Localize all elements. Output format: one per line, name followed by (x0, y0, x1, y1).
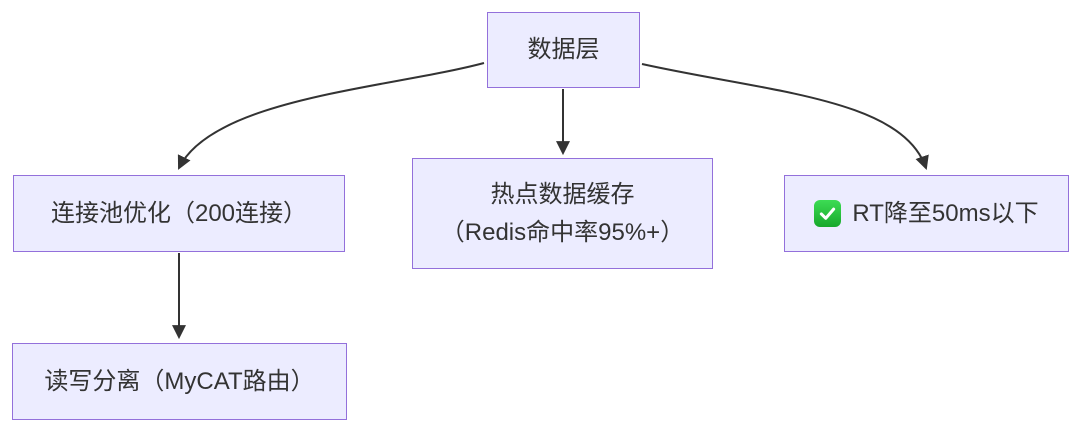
node-read-write-split: 读写分离（MyCAT路由） (12, 343, 347, 420)
node-rt-result: RT降至50ms以下 (784, 175, 1069, 252)
node-hot-cache: 热点数据缓存 （Redis命中率95%+） (412, 158, 713, 269)
node-connection-pool: 连接池优化（200连接） (13, 175, 345, 252)
check-mark-icon (814, 200, 842, 227)
edge-data-layer-to-rt-result (641, 63, 929, 170)
edge-data-layer-to-connection-pool (177, 62, 485, 170)
node-data-layer: 数据层 (487, 12, 640, 88)
node-rt-result-label: RT降至50ms以下 (852, 199, 1039, 227)
